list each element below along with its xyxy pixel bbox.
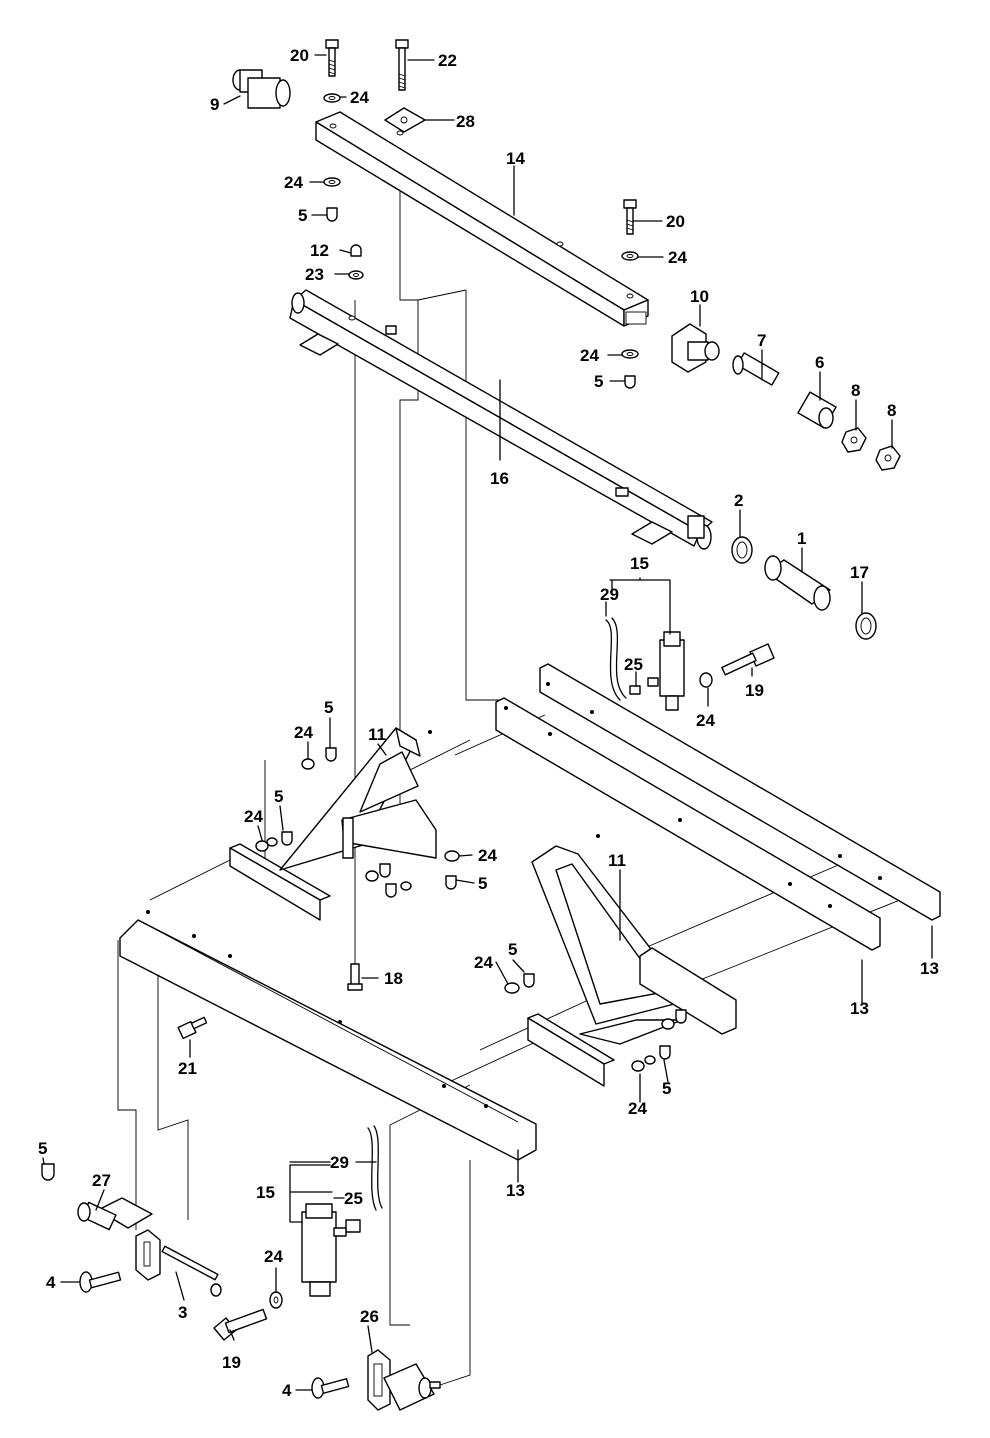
callout-3: 3 <box>178 1303 187 1322</box>
callout-25: 25 <box>624 655 643 674</box>
callout-26: 26 <box>360 1307 379 1326</box>
callout-13: 13 <box>920 959 939 978</box>
cylinder-lower <box>213 1125 383 1341</box>
callout-24: 24 <box>244 807 263 826</box>
callout-5: 5 <box>324 698 333 717</box>
callout-5: 5 <box>298 206 307 225</box>
callout-2: 2 <box>734 491 743 510</box>
callout-24: 24 <box>294 723 313 742</box>
callout-5: 5 <box>38 1139 47 1158</box>
callout-20: 20 <box>666 212 685 231</box>
callout-29: 29 <box>330 1153 349 1172</box>
square-tube-beam <box>315 111 649 327</box>
callout-14: 14 <box>506 149 525 168</box>
callout-1: 1 <box>797 529 806 548</box>
callout-24: 24 <box>628 1099 647 1118</box>
callout-8: 8 <box>887 401 896 420</box>
roller-assembly <box>731 536 877 640</box>
triangle-bracket-left <box>229 727 437 921</box>
callout-20: 20 <box>290 46 309 65</box>
angle-beams <box>119 663 941 1161</box>
callout-4: 4 <box>46 1273 56 1292</box>
callout-11: 11 <box>608 851 626 870</box>
round-tube <box>289 289 713 550</box>
callout-17: 17 <box>850 563 869 582</box>
callout-18: 18 <box>384 969 403 988</box>
callout-24: 24 <box>668 248 687 267</box>
bracket-hardware <box>177 747 687 1072</box>
callout-25: 25 <box>344 1189 363 1208</box>
callout-28: 28 <box>456 112 475 131</box>
callout-12: 12 <box>310 241 329 260</box>
callout-13: 13 <box>850 999 869 1018</box>
end-cap-part <box>232 69 291 109</box>
callout-29: 29 <box>600 585 619 604</box>
callout-5: 5 <box>594 372 603 391</box>
callout-4: 4 <box>282 1381 292 1400</box>
callout-8: 8 <box>851 381 860 400</box>
callout-labels: 20 22 24 9 28 14 24 5 20 12 24 23 10 7 2… <box>38 46 939 1400</box>
callout-24: 24 <box>350 88 369 107</box>
assembly-lines <box>117 180 901 1386</box>
lower-left-pivot <box>41 1163 222 1297</box>
callout-24: 24 <box>264 1247 283 1266</box>
callout-19: 19 <box>745 681 764 700</box>
callout-24: 24 <box>474 953 493 972</box>
callout-6: 6 <box>815 353 824 372</box>
callout-19: 19 <box>222 1353 241 1372</box>
callout-24: 24 <box>580 346 599 365</box>
callout-5: 5 <box>508 940 517 959</box>
leader-lines <box>42 54 933 1391</box>
callout-15: 15 <box>630 554 649 573</box>
cylinder-upper <box>605 617 775 711</box>
callout-9: 9 <box>210 95 219 114</box>
callout-5: 5 <box>274 787 283 806</box>
callout-10: 10 <box>690 287 709 306</box>
callout-16: 16 <box>490 469 509 488</box>
callout-5: 5 <box>662 1079 671 1098</box>
callout-5: 5 <box>478 874 487 893</box>
callout-24: 24 <box>696 711 715 730</box>
callout-21: 21 <box>178 1059 197 1078</box>
callout-15: 15 <box>256 1183 275 1202</box>
lower-right-pivot <box>311 1349 441 1411</box>
callout-24: 24 <box>284 173 303 192</box>
callout-22: 22 <box>438 51 457 70</box>
callout-13: 13 <box>506 1181 525 1200</box>
shaft-assembly <box>671 323 901 471</box>
callout-11: 11 <box>368 725 386 744</box>
triangle-bracket-right <box>527 845 737 1087</box>
hardware-top <box>323 39 639 389</box>
callout-24: 24 <box>478 846 497 865</box>
callout-7: 7 <box>757 331 766 350</box>
callout-27: 27 <box>92 1171 111 1190</box>
callout-23: 23 <box>305 265 324 284</box>
